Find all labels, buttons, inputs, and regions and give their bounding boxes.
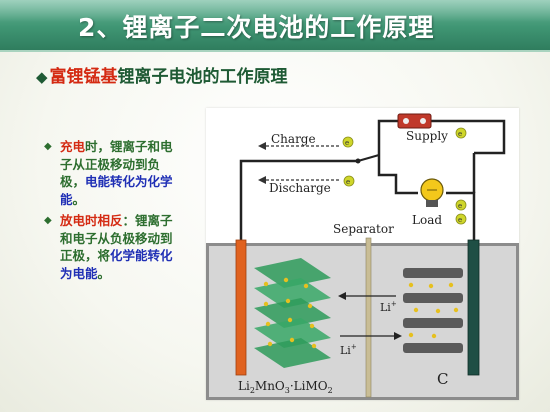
separator-label: Separator [333,222,394,236]
anode-label: C [437,370,448,388]
anode-graphite-layers [403,268,463,353]
bullet-discharge-conversion: 化学能转化为电能 [60,248,173,281]
slide-subtitle: ◆富锂锰基锂离子电池的工作原理 [36,62,288,87]
circuit-wires [239,119,506,246]
charge-label: Charge [271,132,316,146]
battery-diagram: Charge e Discharge e Supply e [206,108,519,400]
wire-supply-return [431,119,506,155]
tank-rim [206,243,519,246]
battery-diagram-svg: Charge e Discharge e Supply e [206,113,519,400]
cathode-label: Li2MnO3·LiMO2 [238,379,333,395]
bullet-list: ◆ 充电时，锂离子和电子从正极移动到负极，电能转化为化学能。 ◆ 放电时相反：锂… [44,138,174,286]
arrow-left-icon [258,176,266,184]
bullet-charge: ◆ 充电时，锂离子和电子从正极移动到负极，电能转化为化学能。 [44,138,174,208]
bullet-discharge-text: ：锂离子和电子从负极移动到正极，将 [60,213,173,263]
diamond-bullet-icon: ◆ [44,215,52,226]
load-label: Load [412,213,442,227]
ion-label-bottom: Li+ [340,343,357,357]
diamond-bullet-icon: ◆ [36,68,48,86]
wire-left-vertical [239,159,358,246]
electron-icon: e [455,127,467,139]
svg-text:e: e [458,130,462,138]
electron-icon: e [342,136,354,148]
wire-top-branch [377,119,398,161]
cathode-crystal-structure [254,258,331,368]
electron-icon: e [343,175,355,187]
subtitle-text: 锂离子电池的工作原理 [117,67,288,87]
arrow-left-icon [338,292,346,300]
title-bar-shine [0,0,550,22]
supply-label: Supply [406,129,448,143]
tank-floor [206,397,519,400]
electron-icon: e [455,213,467,225]
supply-icon [397,113,432,129]
title-bar: 2、锂离子二次电池的工作原理 [0,0,550,52]
subtitle-highlight: 富锂锰基 [49,67,118,87]
switch-lever [357,154,380,162]
ion-arrow-bottom [340,332,402,340]
ion-label-top: Li+ [380,300,397,314]
svg-text:e: e [458,202,462,210]
bullet-charge-conversion: 电能转化为化学能 [60,174,173,207]
svg-text:e: e [345,139,349,147]
bullet-charge-keyword: 充电 [60,139,86,154]
discharge-label: Discharge [269,181,331,195]
svg-text:e: e [346,178,350,186]
tank-wall-left [206,243,209,400]
electron-icon: e [455,199,467,211]
discharge-arrow [258,176,341,184]
bullet-charge-text: 时，锂离子和电子从正极移动到负极， [60,139,173,189]
bullet-discharge-end: 。 [97,265,111,281]
ion-arrow-top [338,292,396,300]
svg-text:e: e [458,216,462,224]
bullet-charge-end: 。 [72,191,86,207]
cathode-electrode [235,239,247,376]
wire-load-branch [377,161,418,195]
diamond-bullet-icon: ◆ [44,141,52,152]
tank-wall-right [516,243,519,400]
arrow-left-icon [258,142,266,150]
bullet-discharge: ◆ 放电时相反：锂离子和电子从负极移动到正极，将化学能转化为电能。 [44,212,174,282]
lightbulb-icon [420,178,444,207]
charge-arrow [258,142,341,150]
separator-membrane [365,237,372,398]
bullet-discharge-keyword: 放电时相反 [60,213,123,228]
slide-title: 2、锂离子二次电池的工作原理 [78,13,435,42]
anode-electrode [467,239,480,376]
